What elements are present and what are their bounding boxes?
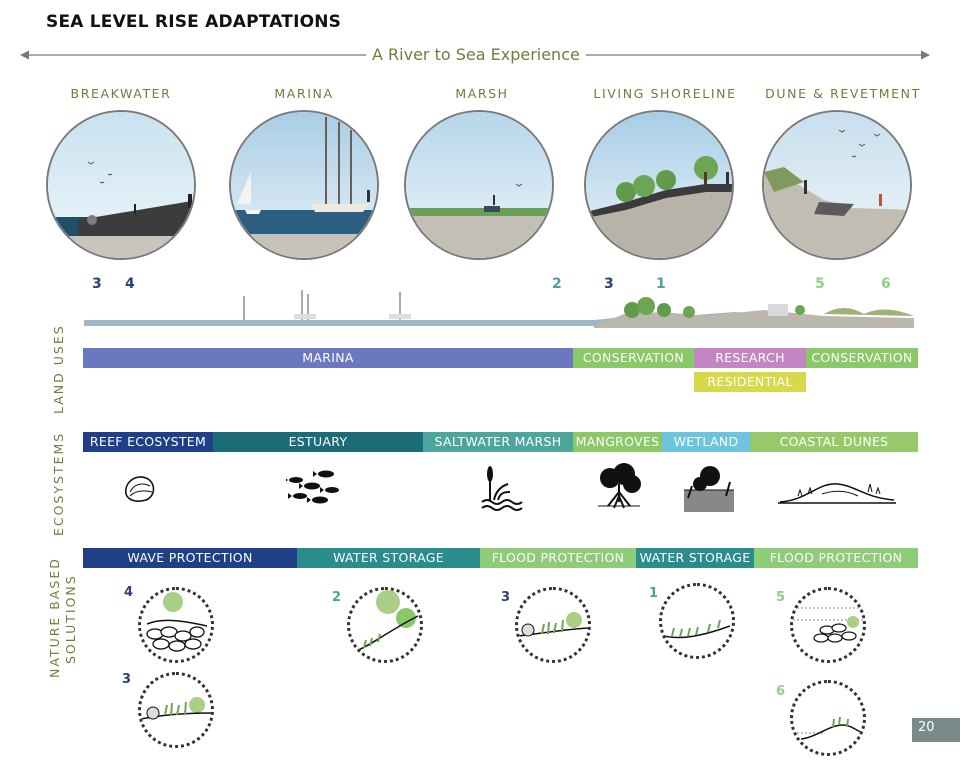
ecosystem-saltwater-marsh: SALTWATER MARSH xyxy=(423,432,573,452)
solution-reef-illustration xyxy=(138,672,214,748)
marsh-scene xyxy=(404,110,554,260)
ecosystem-reef: REEF ECOSYSTEM xyxy=(83,432,213,452)
section-number: 2 xyxy=(552,276,562,292)
ecosystem-estuary: ESTUARY xyxy=(213,432,423,452)
section-number: 4 xyxy=(125,276,135,292)
ecosystem-wetland: WETLAND xyxy=(662,432,750,452)
category-breakwater: BREAKWATER xyxy=(70,86,172,101)
solution-number: 3 xyxy=(501,590,511,605)
land-use-marina: MARINA xyxy=(83,348,573,368)
ecosystem-coastal-dunes: COASTAL DUNES xyxy=(750,432,918,452)
solution-wave-protection: WAVE PROTECTION xyxy=(83,548,297,568)
section-number: 3 xyxy=(92,276,102,292)
section-number: 6 xyxy=(881,276,891,292)
solution-flood-protection: FLOOD PROTECTION xyxy=(754,548,918,568)
solution-dune-illustration xyxy=(790,680,866,756)
solution-flood-protection: FLOOD PROTECTION xyxy=(480,548,636,568)
page-number: 20 xyxy=(912,718,960,742)
land-use-residential: RESIDENTIAL xyxy=(694,372,806,392)
solution-revetment-illustration xyxy=(790,587,866,663)
solution-number: 4 xyxy=(124,585,134,600)
category-dune-revetment: DUNE & REVETMENT xyxy=(765,86,921,101)
oyster-icon xyxy=(125,476,155,502)
land-use-research: RESEARCH xyxy=(694,348,806,368)
solution-water-storage: WATER STORAGE xyxy=(297,548,480,568)
solution-estuary-illustration xyxy=(347,587,423,663)
dune-revetment-scene xyxy=(762,110,912,260)
land-use-conservation: CONSERVATION xyxy=(806,348,918,368)
category-marina: MARINA xyxy=(274,86,334,101)
category-living-shoreline: LIVING SHORELINE xyxy=(593,86,737,101)
section-number: 3 xyxy=(604,276,614,292)
fish-icon xyxy=(286,470,339,504)
land-use-conservation: CONSERVATION xyxy=(573,348,694,368)
mangrove-icon xyxy=(598,463,641,509)
page-title: SEA LEVEL RISE ADAPTATIONS xyxy=(46,12,342,32)
side-label-ecosystems: ECOSYSTEMS xyxy=(51,431,66,536)
solution-number: 2 xyxy=(332,590,342,605)
section-number: 5 xyxy=(815,276,825,292)
breakwater-scene xyxy=(46,110,196,260)
side-label-solutions: SOLUTIONS xyxy=(63,574,78,664)
dune-icon xyxy=(778,483,896,504)
wetland-icon xyxy=(684,466,734,512)
cattail-icon xyxy=(481,466,523,511)
solution-water-storage: WATER STORAGE xyxy=(636,548,754,568)
ecosystem-mangroves: MANGROVES xyxy=(573,432,662,452)
section-number: 1 xyxy=(656,276,666,292)
arrow-left-icon xyxy=(20,50,29,60)
solution-living-shoreline-illustration xyxy=(659,583,735,659)
coastline-section xyxy=(84,290,914,328)
arrow-right-icon xyxy=(921,50,930,60)
category-marsh: MARSH xyxy=(455,86,509,101)
solution-breakwater-illustration xyxy=(138,587,214,663)
subtitle: A River to Sea Experience xyxy=(366,45,586,64)
solution-number: 6 xyxy=(776,684,786,699)
marina-scene xyxy=(229,110,379,260)
side-label-land-uses: LAND USES xyxy=(51,324,66,414)
solution-number: 1 xyxy=(649,586,659,601)
living-shoreline-scene xyxy=(584,110,734,260)
solution-number: 3 xyxy=(122,672,132,687)
solution-marsh-illustration xyxy=(515,587,591,663)
side-label-nature-based: NATURE BASED xyxy=(47,557,62,678)
solution-number: 5 xyxy=(776,590,786,605)
